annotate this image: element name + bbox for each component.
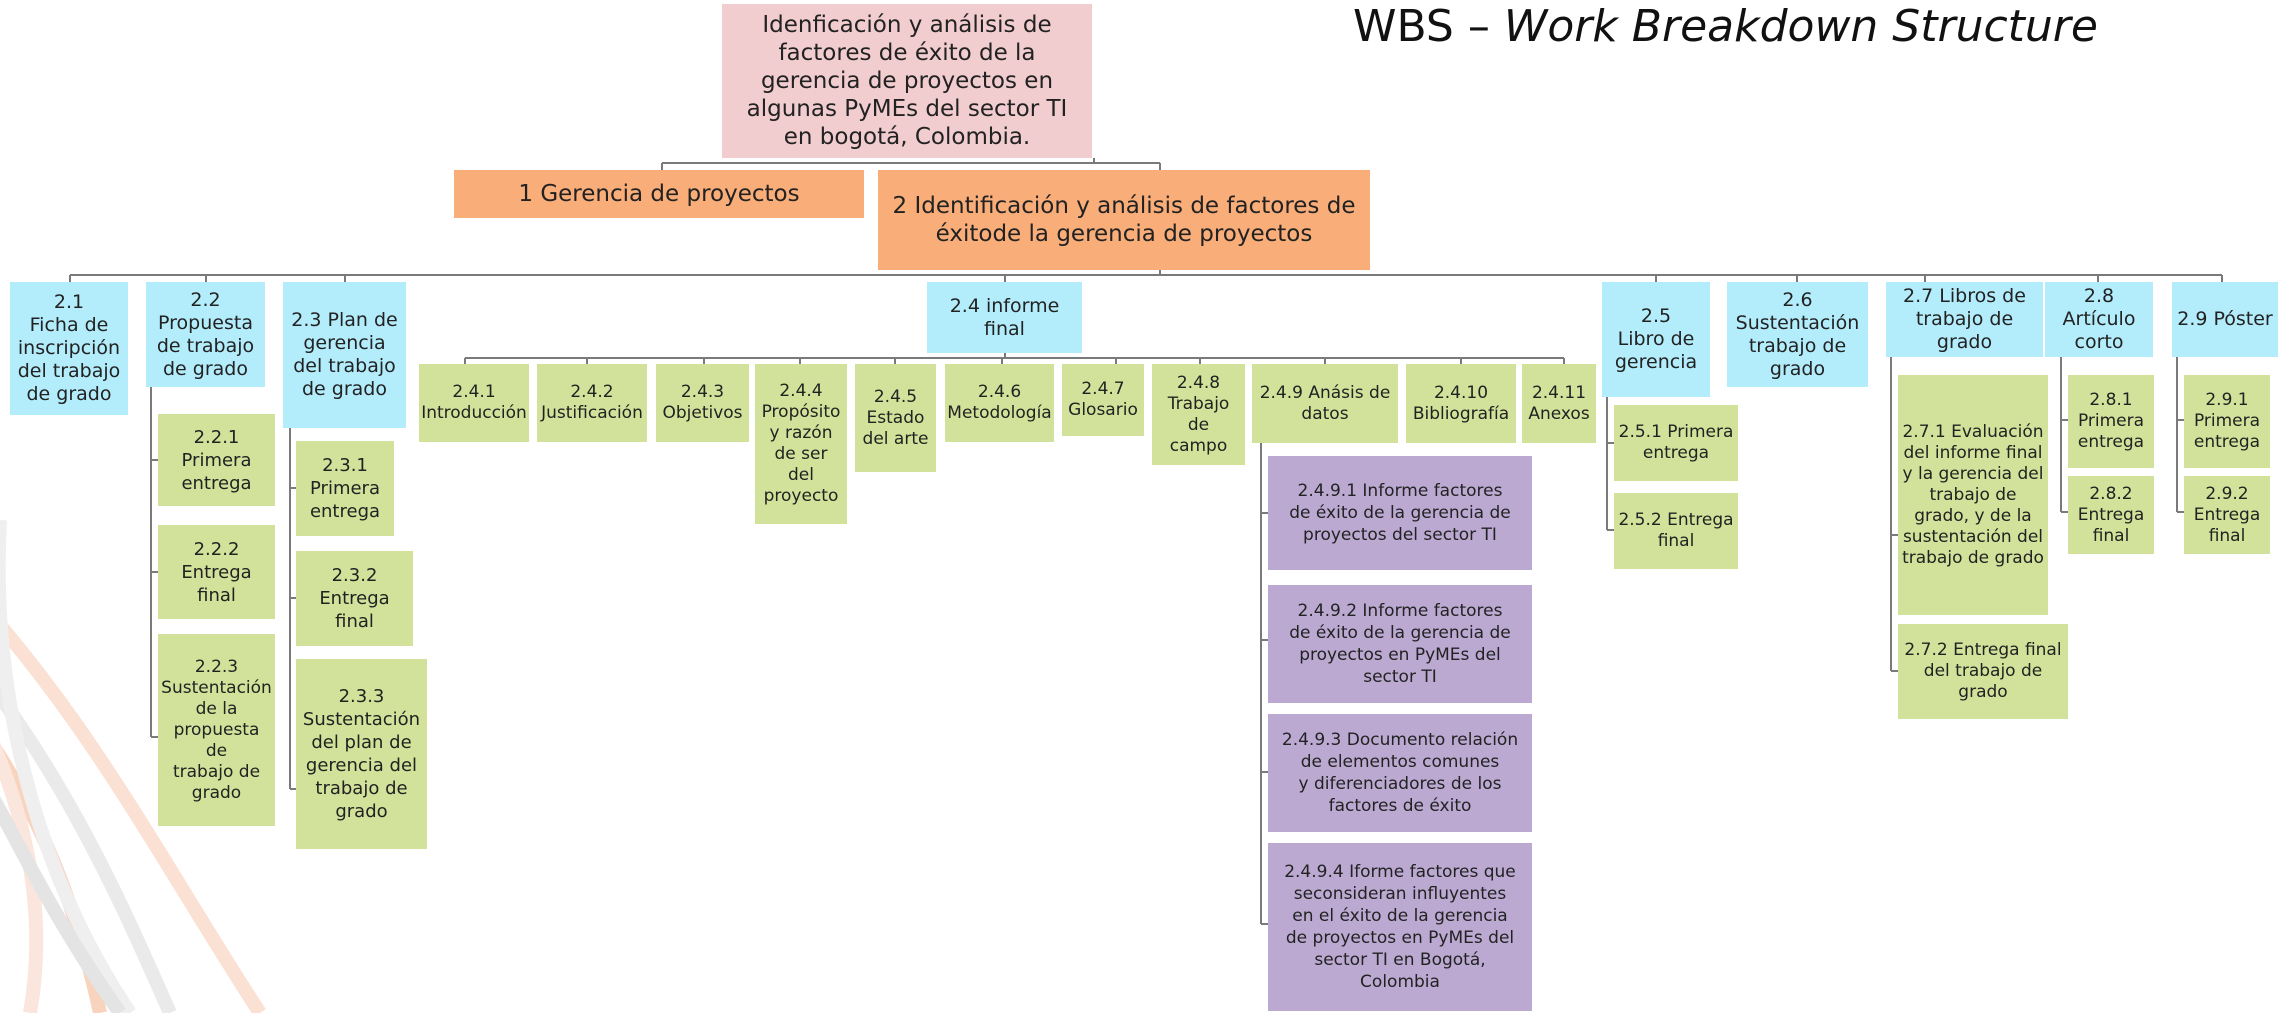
wbs-node-2-3-3: 2.3.3 Sustentación del plan de gerencia … xyxy=(296,659,427,849)
wbs-node-2-6: 2.6 Sustentación trabajo de grado xyxy=(1727,282,1868,387)
wbs-node-2-5-2: 2.5.2 Entrega final xyxy=(1614,493,1738,569)
wbs-root-node: Idenficación y análisis de factores de é… xyxy=(722,4,1092,158)
wbs-node-2-4-9-2: 2.4.9.2 Informe factores de éxito de la … xyxy=(1268,585,1532,703)
wbs-node-2-2-1: 2.2.1 Primera entrega xyxy=(158,414,275,506)
wbs-node-2-9-1: 2.9.1 Primera entrega xyxy=(2184,375,2270,468)
wbs-node-2-3: 2.3 Plan de gerencia del trabajo de grad… xyxy=(283,282,406,428)
wbs-node-2-4-9: 2.4.9 Anásis de datos xyxy=(1252,364,1398,443)
wbs-node-2-5: 2.5 Libro de gerencia xyxy=(1602,282,1710,397)
wbs-node-2-3-1: 2.3.1 Primera entrega xyxy=(296,441,394,536)
wbs-node-2-9-2: 2.9.2 Entrega final xyxy=(2184,476,2270,554)
wbs-node-2-4-1: 2.4.1 Introducción xyxy=(419,364,529,442)
wbs-node-2-4-2: 2.4.2 Justificación xyxy=(537,364,647,442)
wbs-node-2-4-5: 2.4.5 Estado del arte xyxy=(855,364,936,472)
wbs-node-2-7-2: 2.7.2 Entrega final del trabajo de grado xyxy=(1898,624,2068,719)
wbs-node-2-5-1: 2.5.1 Primera entrega xyxy=(1614,405,1738,481)
wbs-node-2-4-4: 2.4.4 Propósito y razón de ser del proye… xyxy=(755,364,847,524)
wbs-node-2-3-2: 2.3.2 Entrega final xyxy=(296,551,413,646)
wbs-node-2-7: 2.7 Libros de trabajo de grado xyxy=(1886,282,2043,357)
wbs-node-2: 2 Identificación y análisis de factores … xyxy=(878,170,1370,270)
wbs-node-2-4-7: 2.4.7 Glosario xyxy=(1062,364,1144,436)
wbs-node-2-7-1: 2.7.1 Evaluación del informe final y la … xyxy=(1898,375,2048,615)
wbs-node-2-2-3: 2.2.3 Sustentación de la propuesta de tr… xyxy=(158,634,275,826)
wbs-node-2-9: 2.9 Póster xyxy=(2172,282,2278,357)
wbs-node-2-4-10: 2.4.10 Bibliografía xyxy=(1406,364,1516,443)
wbs-node-2-2: 2.2 Propuesta de trabajo de grado xyxy=(146,282,265,387)
wbs-node-2-4-9-4: 2.4.9.4 Iforme factores que seconsideran… xyxy=(1268,843,1532,1011)
wbs-node-2-8-2: 2.8.2 Entrega final xyxy=(2068,476,2154,554)
wbs-node-2-4: 2.4 informe final xyxy=(927,282,1082,353)
wbs-node-2-4-3: 2.4.3 Objetivos xyxy=(656,364,749,442)
wbs-node-1: 1 Gerencia de proyectos xyxy=(454,170,864,218)
wbs-node-2-4-11: 2.4.11 Anexos xyxy=(1522,364,1596,443)
wbs-node-2-8-1: 2.8.1 Primera entrega xyxy=(2068,375,2154,468)
wbs-node-2-4-9-1: 2.4.9.1 Informe factores de éxito de la … xyxy=(1268,456,1532,570)
wbs-node-2-4-8: 2.4.8 Trabajo de campo xyxy=(1152,364,1245,465)
wbs-node-2-4-9-3: 2.4.9.3 Documento relación de elementos … xyxy=(1268,714,1532,832)
title-italic: Work Breakdown Structure xyxy=(1503,1,2098,52)
page-title: WBS – Work Breakdown Structure xyxy=(1353,0,2098,54)
wbs-node-2-4-6: 2.4.6 Metodología xyxy=(945,364,1054,442)
wbs-node-2-2-2: 2.2.2 Entrega final xyxy=(158,525,275,619)
wbs-node-2-8: 2.8 Artículo corto xyxy=(2045,282,2153,357)
title-main: WBS – xyxy=(1353,1,1504,52)
wbs-node-2-1: 2.1 Ficha de inscripción del trabajo de … xyxy=(10,282,128,415)
